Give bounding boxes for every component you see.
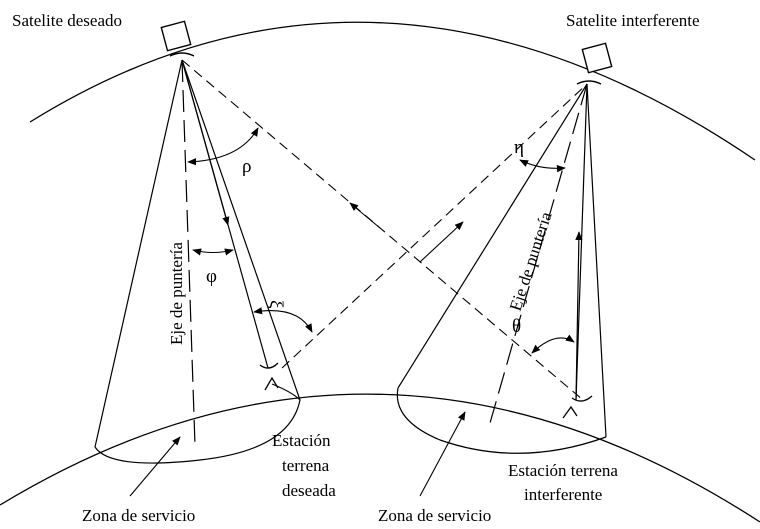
xi-angle-arc [253, 307, 313, 333]
eta-angle-label: η [514, 137, 524, 158]
interfering-earth-station-label-line2: interferente [524, 485, 602, 504]
interfering-service-zone-ellipse [396, 387, 607, 454]
wanted-boresight-label: Eje de puntería [167, 242, 186, 345]
interfering-earth-station-mount-icon [562, 405, 578, 419]
interfering-service-zone-label: Zona de servicio [378, 506, 491, 524]
phi-angle-label: φ [206, 266, 217, 287]
wanted-earth-station-dish-icon [259, 362, 279, 369]
interfering-satellite-icon [576, 42, 613, 85]
interference-arrow-up [419, 221, 464, 263]
wanted-service-zone-label: Zona de servicio [82, 506, 195, 524]
theta-angle-arc [531, 334, 575, 354]
rho-angle-label: ρ [242, 156, 251, 177]
phi-angle-arc [192, 248, 234, 256]
interfering-path-arrow [575, 231, 583, 401]
xi-angle-label: ξ [265, 300, 286, 309]
wanted-path-arrow [181, 59, 230, 226]
interfering-earth-station-dish-icon [571, 395, 593, 402]
wanted-earth-station-mount-icon [264, 376, 279, 391]
interfering-uplink-path [575, 83, 588, 401]
wanted-earth-station-label-line3: deseada [282, 481, 336, 500]
eta-angle-arc [519, 159, 566, 173]
interference-path-earth-to-satellite [281, 83, 588, 369]
orbit-arc [29, 21, 756, 161]
interfering-earth-station-label-line1: Estación terrena [508, 461, 618, 480]
theta-angle-label: θ [512, 316, 521, 337]
interference-path-satellite-to-earth [181, 59, 584, 401]
interfering-service-zone-pointer [419, 411, 466, 497]
wanted-satellite-icon [160, 20, 195, 57]
interfering-satellite-label: Satelite interferente [566, 11, 700, 30]
interference-arrow-mid [349, 202, 381, 229]
wanted-earth-station-label-line1: Estación [272, 431, 331, 450]
wanted-service-zone-ellipse [94, 383, 301, 464]
wanted-earth-station-label-line2: terrena [282, 456, 330, 475]
earth-surface-arc [0, 393, 760, 523]
wanted-beam-cone [94, 59, 301, 464]
interfering-beam-cone [396, 83, 607, 454]
wanted-service-zone-pointer [129, 436, 181, 497]
wanted-satellite-label: Satelite deseado [12, 11, 122, 30]
rho-angle-arc [187, 127, 259, 166]
interfering-boresight-label: Eje de puntería [506, 209, 556, 313]
wanted-boresight-axis [181, 59, 196, 446]
